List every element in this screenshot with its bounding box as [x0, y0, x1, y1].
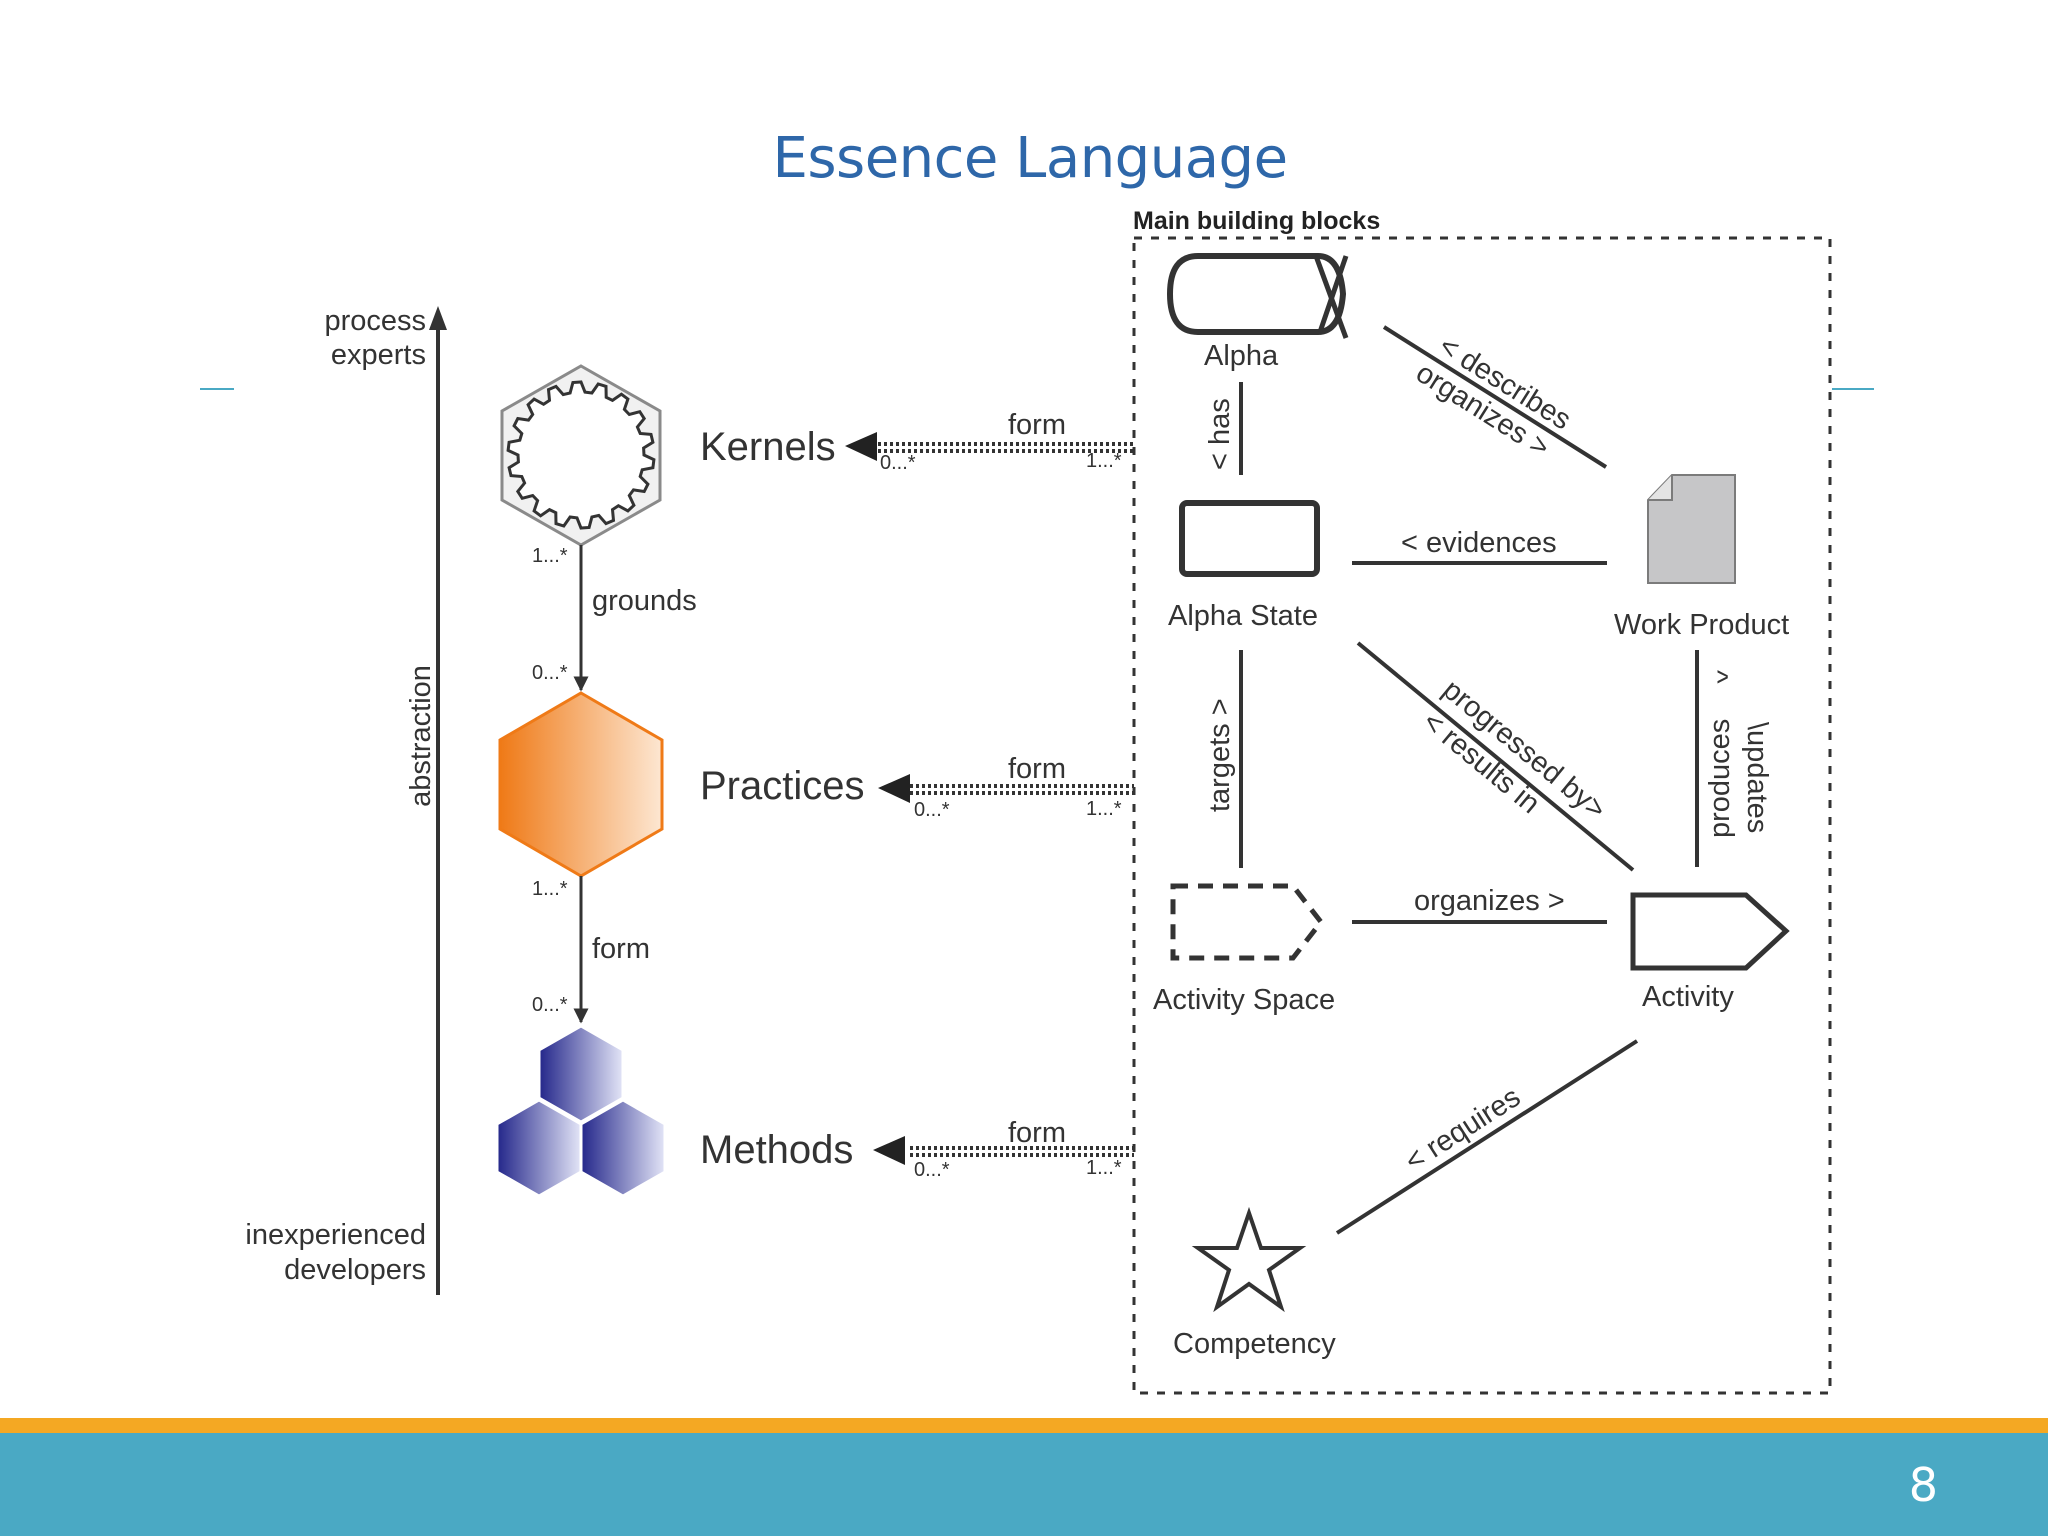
- svg-text:0...*: 0...*: [880, 452, 916, 474]
- axis-bottom-label: developers: [284, 1254, 426, 1286]
- rel-targets: targets >: [1204, 698, 1236, 812]
- rel-has: < has: [1204, 398, 1236, 470]
- methods-icon: [495, 1024, 667, 1198]
- svg-text:1...*: 1...*: [1086, 450, 1122, 472]
- svg-text:form: form: [1008, 753, 1066, 785]
- slide-title: Essence Language: [772, 126, 1288, 191]
- alpha-state-shape: [1179, 500, 1320, 577]
- mult-practices-bottom: 1...*: [532, 878, 568, 900]
- rel-evidences: < evidences: [1401, 527, 1557, 559]
- rel-produces: produces: [1704, 719, 1736, 838]
- alpha-shape: [1166, 253, 1349, 339]
- svg-text:0...*: 0...*: [914, 1159, 950, 1181]
- kernels-icon: [500, 364, 662, 547]
- methods-form-link: form 0...* 1...*: [873, 1117, 1134, 1181]
- kernels-form-link: form 0...* 1...*: [845, 409, 1134, 474]
- requires-line: [1335, 1039, 1639, 1235]
- competency-label: Competency: [1173, 1328, 1336, 1360]
- grounds-label: grounds: [592, 585, 697, 617]
- mult-methods-top: 0...*: [532, 994, 568, 1016]
- svg-text:0...*: 0...*: [914, 799, 950, 821]
- rel-caret: ^: [1701, 670, 1733, 684]
- practices-form-link: form 0...* 1...*: [878, 753, 1134, 821]
- mult-kernels-bottom: 1...*: [532, 545, 568, 567]
- practices-icon: [498, 691, 664, 878]
- methods-label: Methods: [700, 1128, 853, 1172]
- activity-shape: [1630, 892, 1790, 971]
- rel-organizes: organizes >: [1414, 885, 1565, 917]
- axis-top-label: process: [324, 305, 426, 337]
- svg-text:1...*: 1...*: [1086, 798, 1122, 820]
- svg-text:form: form: [1008, 409, 1066, 441]
- alpha-state-label: Alpha State: [1168, 600, 1318, 632]
- accent-stripe: [0, 1418, 2048, 1433]
- axis-label: abstraction: [405, 665, 437, 807]
- footer-bar: [0, 1433, 2048, 1536]
- svg-text:1...*: 1...*: [1086, 1157, 1122, 1179]
- page-number: 8: [1908, 1458, 1938, 1512]
- svg-text:form: form: [1008, 1117, 1066, 1149]
- building-blocks-title: Main building blocks: [1133, 207, 1380, 235]
- activity-space-label: Activity Space: [1153, 984, 1335, 1016]
- progressed-line: [1356, 641, 1635, 872]
- activity-space-shape: [1170, 883, 1325, 961]
- competency-icon: [1191, 1206, 1307, 1313]
- rel-updates: \updates: [1741, 722, 1773, 833]
- practices-label: Practices: [700, 764, 865, 808]
- work-product-label: Work Product: [1614, 609, 1789, 641]
- axis-top-label: experts: [331, 339, 426, 371]
- kernels-label: Kernels: [700, 425, 836, 469]
- building-blocks-box: [1132, 236, 1832, 1395]
- form-label: form: [592, 933, 650, 965]
- activity-label: Activity: [1642, 981, 1734, 1013]
- alpha-label: Alpha: [1204, 340, 1279, 372]
- mult-practices-top: 0...*: [532, 662, 568, 684]
- rel-requires: < requires: [1400, 1081, 1527, 1178]
- axis-bottom-label: inexperienced: [245, 1219, 426, 1251]
- work-product-icon: [1647, 474, 1736, 584]
- alpha-workproduct-line: [1382, 325, 1608, 469]
- abstraction-axis-arrowhead: [429, 306, 447, 330]
